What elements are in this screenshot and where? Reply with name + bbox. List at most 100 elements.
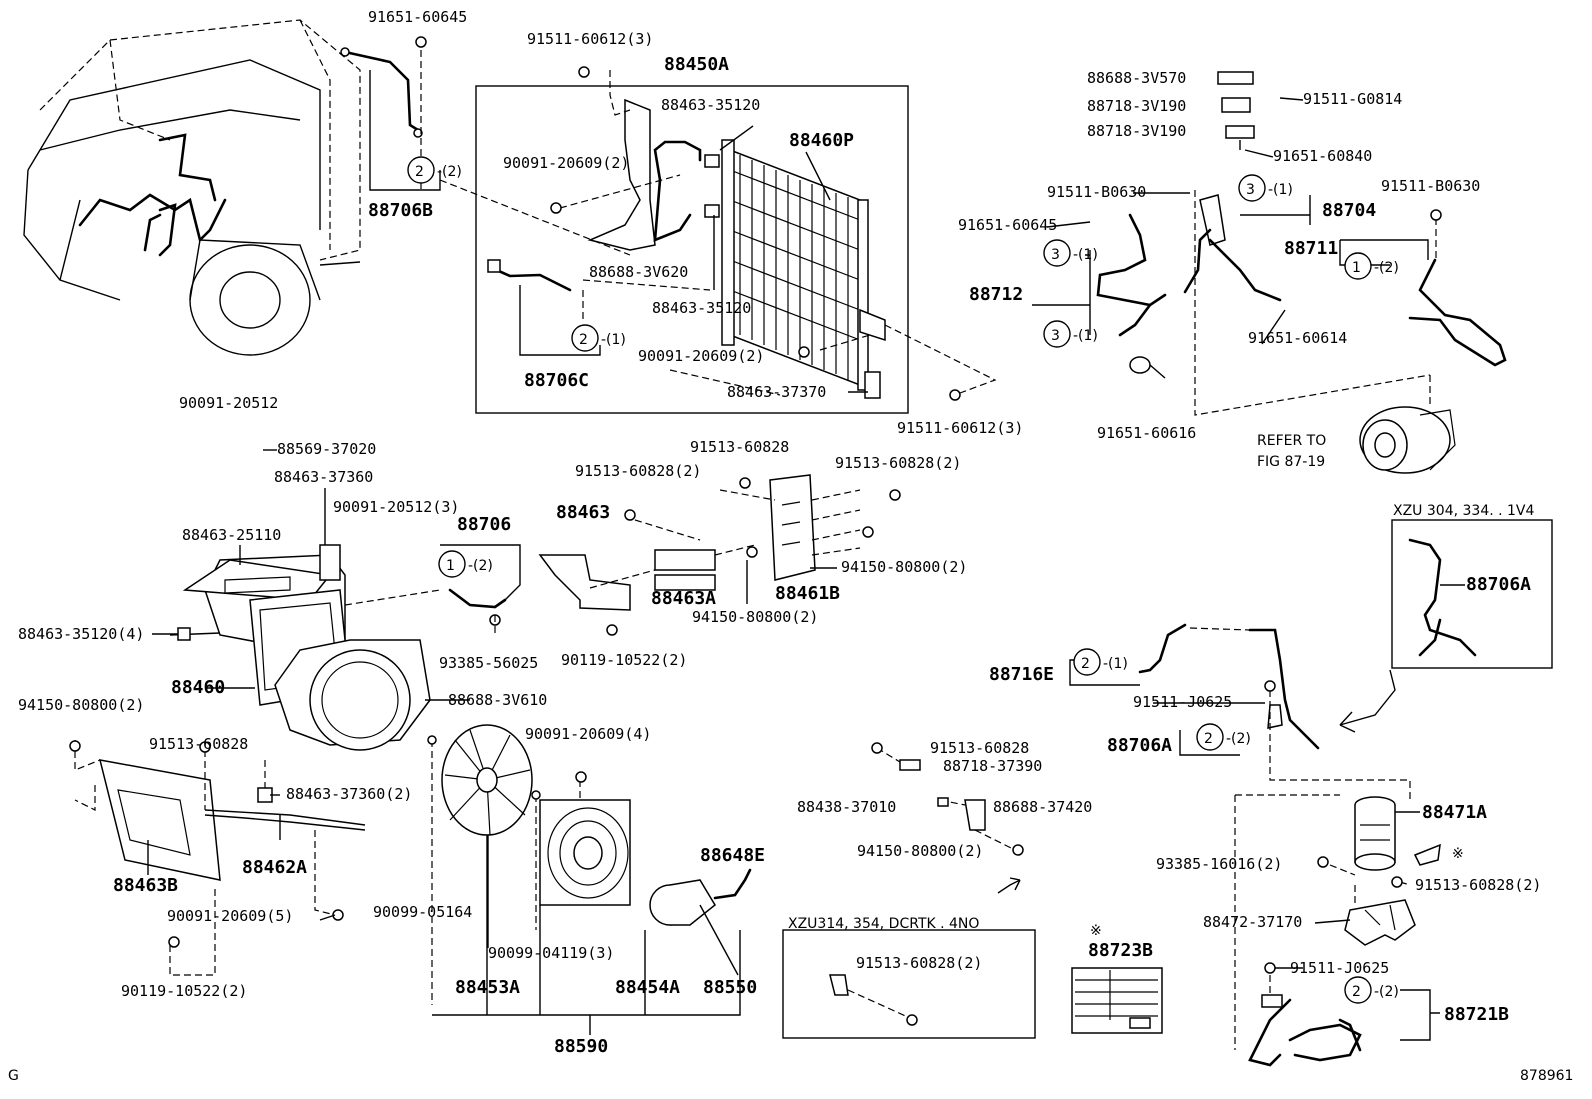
label-leaders	[147, 97, 1420, 969]
part-label: 91651-60616	[1097, 424, 1196, 442]
callout-qty: -(2)	[1374, 984, 1399, 1000]
part-label: 88706B	[368, 200, 433, 221]
callout-88712-b: 3 -(1)	[1043, 320, 1098, 348]
part-label: 88463-25110	[182, 526, 281, 544]
part-label: 88463B	[113, 875, 178, 896]
part-label: 94150-80800(2)	[857, 842, 983, 860]
part-label: 88438-37010	[797, 798, 896, 816]
part-label: 94150-80800(2)	[841, 558, 967, 576]
part-label: 88590	[554, 1036, 608, 1057]
callout-88706: 1 -(2)	[438, 550, 493, 578]
part-label: 88460	[171, 677, 225, 698]
part-label: 90099-05164	[373, 903, 472, 921]
part-label: 88706	[457, 514, 511, 535]
part-label: 88706A	[1107, 735, 1172, 756]
variant-box-xzu314	[782, 929, 1036, 1039]
callout-number: 2	[1204, 731, 1213, 747]
callout-88711: 1 -(2)	[1344, 252, 1399, 280]
callout-qty: -(2)	[437, 164, 462, 180]
bracket-88472-37170	[1234, 794, 1416, 1050]
part-label: 88463	[556, 502, 610, 523]
part-label: 88550	[703, 977, 757, 998]
part-label: 90091-20512(3)	[333, 498, 459, 516]
compressor-refer	[1359, 406, 1456, 474]
part-label: 88471A	[1422, 802, 1487, 823]
hose-88721B	[1248, 962, 1440, 1067]
part-label: 91511-G0814	[1303, 90, 1402, 108]
part-label: 88706A	[1466, 574, 1531, 595]
part-label: 88706C	[524, 370, 589, 391]
label-88723B	[1071, 967, 1163, 1034]
part-label: 90119-10522(2)	[561, 651, 687, 669]
part-label: 88461B	[775, 583, 840, 604]
callout-number: 3	[1246, 182, 1255, 198]
part-label: 94150-80800(2)	[692, 608, 818, 626]
callout-number: 1	[1352, 260, 1361, 276]
bracket-88590	[432, 835, 741, 1035]
part-label: 91651-60840	[1273, 147, 1372, 165]
part-label: 91511-J0625	[1133, 693, 1232, 711]
bracket-91513-xzu314	[829, 974, 918, 1026]
part-label: 88460P	[789, 130, 854, 151]
callout-qty: -(2)	[1374, 260, 1399, 276]
part-label: 91513-60828(2)	[1415, 876, 1541, 894]
callout-qty: -(1)	[1073, 328, 1098, 344]
brackets-88718-37390	[871, 742, 1024, 894]
callout-88704: 3 -(1)	[1238, 174, 1293, 202]
part-label: 90091-20609(4)	[525, 725, 651, 743]
part-label: 91513-60828	[149, 735, 248, 753]
truck-cab-outline	[23, 19, 361, 356]
callout-number: 3	[1051, 247, 1060, 263]
part-label: 93385-16016(2)	[1156, 855, 1282, 873]
callout-88706A: 2 -(2)	[1196, 723, 1251, 751]
callout-qty: -(2)	[468, 558, 493, 574]
part-label: ※	[1090, 923, 1102, 939]
part-label: 88721B	[1444, 1004, 1509, 1025]
part-label: FIG 87-19	[1257, 454, 1325, 470]
part-label: 88718-3V190	[1087, 122, 1186, 140]
callout-number: 2	[1352, 984, 1361, 1000]
part-label: 90091-20609(2)	[503, 154, 629, 172]
part-label: 88453A	[455, 977, 520, 998]
figure-code: 878961	[1520, 1068, 1573, 1084]
pipe-88716E	[1069, 623, 1411, 800]
callout-qty: -(1)	[601, 332, 626, 348]
part-label: 91513-60828	[690, 438, 789, 456]
part-label: 88463-37360(2)	[286, 785, 412, 803]
pipe-88706	[344, 544, 521, 635]
part-label: 88463A	[651, 588, 716, 609]
part-label: XZU314, 354, DCRTK . 4NO	[788, 916, 979, 932]
assembly-box-88450A	[475, 85, 909, 414]
motor-88454A	[531, 771, 631, 930]
part-label: 88472-37170	[1203, 913, 1302, 931]
pipe-88711	[1339, 209, 1507, 367]
part-label: 88463-35120	[661, 96, 760, 114]
88450A-dashed-leaders	[550, 66, 997, 401]
part-label: REFER TO	[1257, 433, 1326, 449]
part-label: 88711	[1284, 238, 1338, 259]
part-label: 88462A	[242, 857, 307, 878]
part-label: 88712	[969, 284, 1023, 305]
part-label: 91513-60828(2)	[575, 462, 701, 480]
part-label: 91511-60612(3)	[527, 30, 653, 48]
part-label: 88688-3V620	[589, 263, 688, 281]
mount-88460	[169, 544, 470, 803]
part-label: 88716E	[989, 664, 1054, 685]
part-label: 88648E	[700, 845, 765, 866]
part-label: 90099-04119(3)	[488, 944, 614, 962]
part-label: ※	[1452, 846, 1464, 862]
callout-number: 2	[1081, 656, 1090, 672]
callout-qty: -(1)	[1103, 656, 1128, 672]
motor-88550	[649, 868, 752, 976]
part-label: 88688-3V570	[1087, 69, 1186, 87]
callout-number: 2	[415, 164, 424, 180]
bracket-88463B-88462A	[69, 740, 366, 976]
callout-88716E: 2 -(1)	[1073, 648, 1128, 676]
part-label: 91651-60645	[958, 216, 1057, 234]
part-label: 88463-37360	[274, 468, 373, 486]
mount-88463-88461B	[538, 474, 901, 636]
callout-qty: -(1)	[1073, 247, 1098, 263]
part-label: 88718-37390	[943, 757, 1042, 775]
part-label: 88688-3V610	[448, 691, 547, 709]
